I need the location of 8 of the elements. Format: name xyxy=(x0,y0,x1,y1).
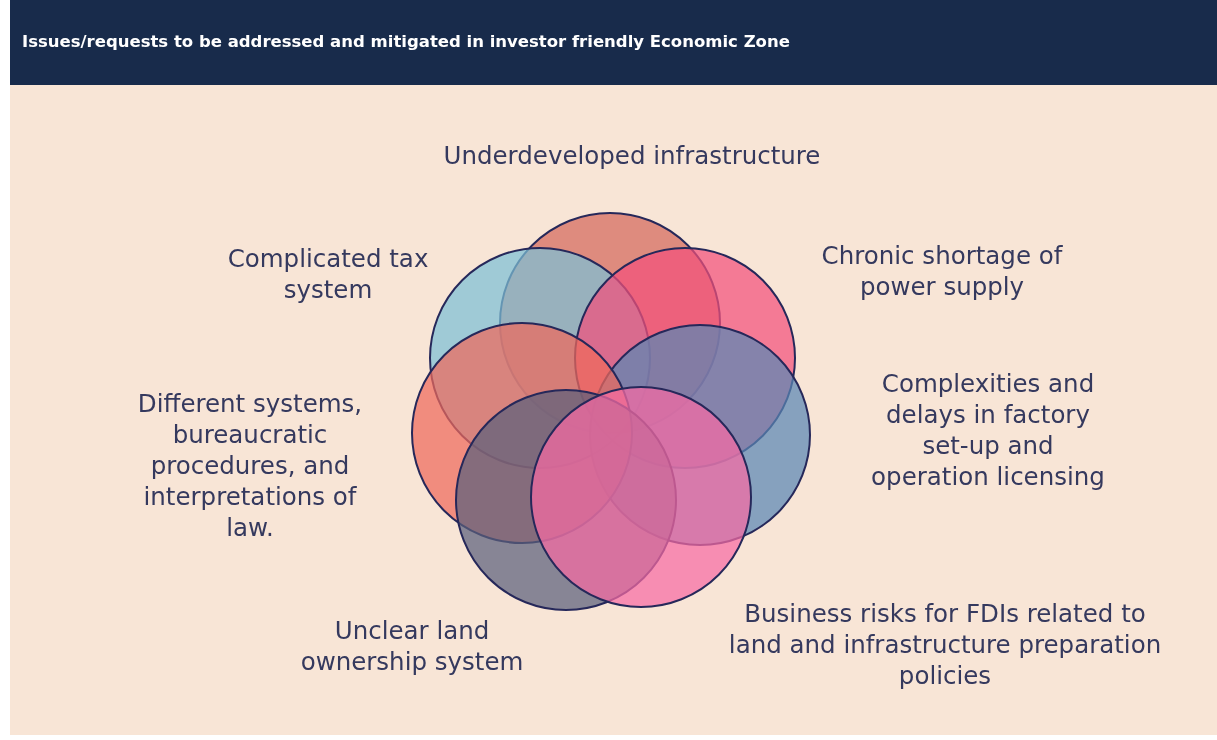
circle-caption: Chronic shortage of power supply xyxy=(820,240,1064,302)
circle-caption: Complicated tax system xyxy=(226,243,430,305)
circle-caption: Unclear land ownership system xyxy=(299,615,525,677)
circle-caption: Different systems, bureaucratic procedures, and interpretations of law. xyxy=(136,388,364,543)
circle-caption: Business risks for FDIs related to land and infrastructure preparation policies xyxy=(727,598,1163,691)
circle-caption: Complexities and delays in factory set-up and operation licensing xyxy=(870,368,1106,492)
title-text: Issues/requests to be addressed and mitigated in investor friendly Economic Zone xyxy=(22,32,790,51)
circle-caption: Underdeveloped infrastructure xyxy=(442,140,822,171)
